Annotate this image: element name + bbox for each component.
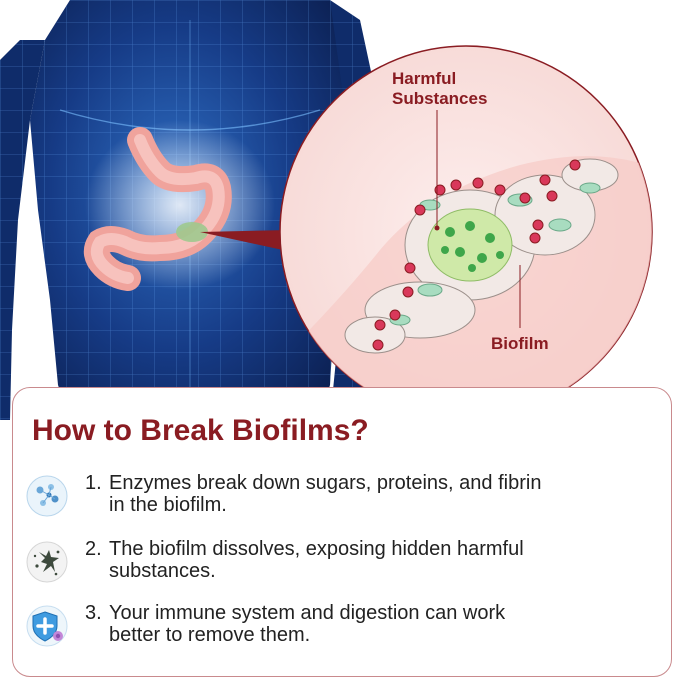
step-3-line-1: Your immune system and digestion can wor… [109,602,506,624]
step-1-number: 1. [85,472,102,494]
callout-pointer [200,230,292,252]
step-3: 3. Your immune system and digestion can w… [13,602,663,666]
harmful-substances-label: Harmful Substances [392,69,488,108]
step-1-text: 1. Enzymes break down sugars, proteins, a… [85,472,645,516]
step-3-number: 3. [85,602,102,624]
step-1-line-1: Enzymes break down sugars, proteins, and… [109,472,542,494]
step-2-line-1: The biofilm dissolves, exposing hidden h… [109,538,524,560]
step-2-number: 2. [85,538,102,560]
magnified-biofilm-lens [279,45,653,419]
biofilm-label: Biofilm [491,334,549,353]
immune-shield-icon [26,605,68,647]
step-1: 1. Enzymes break down sugars, proteins, a… [13,472,663,536]
how-to-break-panel: How to Break Biofilms? 1. Enzymes break d… [12,387,672,677]
step-3-text: 3. Your immune system and digestion can w… [85,602,645,646]
dissolving-biofilm-icon [26,541,68,583]
step-1-line-2: in the biofilm. [109,494,227,516]
step-2: 2. The biofilm dissolves, exposing hidden… [13,538,663,602]
stomach [83,120,275,291]
enzyme-molecule-icon [26,475,68,517]
step-3-line-2: better to remove them. [109,624,311,646]
stomach-biofilm-illustration [0,0,653,420]
panel-title: How to Break Biofilms? [32,414,369,447]
step-2-text: 2. The biofilm dissolves, exposing hidden… [85,538,645,582]
step-2-line-2: substances. [109,560,216,582]
